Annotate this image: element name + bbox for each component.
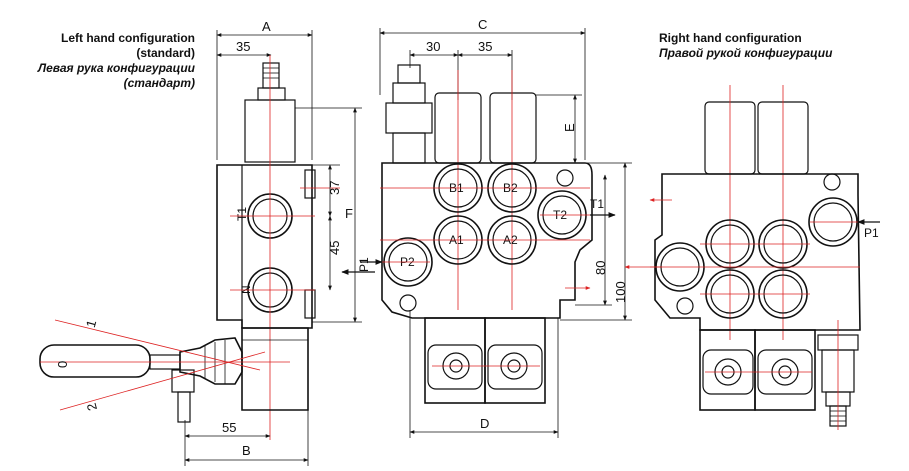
front-top-fitting [397,64,421,84]
side-view: A 35 T1 N 37 45 [39,19,375,466]
dim-c-label: C [478,17,487,32]
dim-55-label: 55 [222,420,236,435]
left-config-caption: Left hand configuration (standard) Левая… [10,31,195,91]
left-caption-standard: (standard) [136,46,195,60]
side-port-t1-label: T1 [235,207,249,221]
lever-pos-1: 1 [83,318,99,329]
dim-e-label: E [562,123,577,132]
right-caption-russian: Правой рукой конфигурации [659,46,833,60]
front-spool-cap-2 [489,92,537,164]
right-lower-section-1 [699,329,756,411]
left-caption-russian-standard: (стандарт) [123,76,195,90]
control-lever[interactable]: 1 0 2 [39,318,290,423]
front-lower-section-2 [484,317,546,404]
front-port-t1-label: T1 [590,197,604,211]
right-main-body [654,173,861,331]
lever-pin [177,391,191,423]
dim-100-label: 100 [613,281,628,303]
dim-80-label: 80 [593,261,608,275]
side-port-p1-label: P1 [357,257,371,272]
left-caption-russian: Левая рука конфигурации [37,61,195,75]
left-caption-title: Left hand configuration [61,31,195,45]
dim-a-label: A [262,19,271,34]
front-main-body [381,162,593,319]
dim-30-label: 30 [426,39,440,54]
right-caption-title: Right hand configuration [659,31,802,45]
right-config-view: P1 [624,85,880,430]
dim-45-label: 45 [327,241,342,255]
dim-d-label: D [480,416,489,431]
side-top-fitting [262,62,280,89]
side-main-body [216,164,313,329]
right-port-p1-label: P1 [864,226,879,240]
right-lower-section-2 [754,329,816,411]
lever-pos-0: 0 [55,361,70,368]
dim-b-label: B [242,443,251,458]
lever-boot [179,337,243,385]
dim-37-label: 37 [327,181,342,195]
dim-f-label: F [345,206,353,221]
dim-35-front-label: 35 [478,39,492,54]
lever-pos-2: 2 [84,402,100,413]
dim-35-left-label: 35 [236,39,250,54]
right-config-caption: Right hand configuration Правой рукой ко… [659,31,899,61]
front-view: C 30 35 E B1 [360,17,632,438]
